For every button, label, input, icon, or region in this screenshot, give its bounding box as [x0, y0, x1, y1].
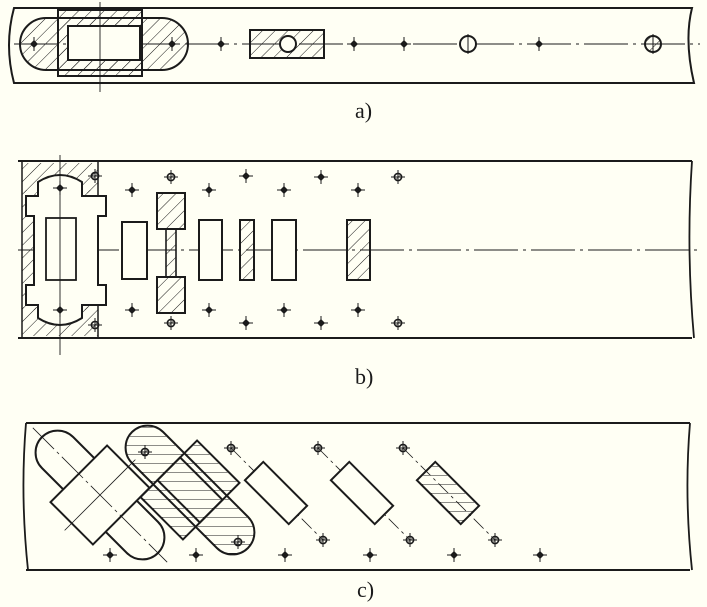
punch-a — [249, 29, 325, 59]
strip-a — [8, 2, 700, 92]
label-a: a) — [355, 98, 373, 123]
strip-b — [18, 155, 700, 355]
blank-outline-c1 — [32, 427, 168, 563]
blank-outline-b — [25, 174, 107, 326]
strip-c — [22, 422, 693, 571]
label-c: c) — [357, 577, 375, 602]
label-b: b) — [355, 364, 374, 389]
blank-outline-a — [19, 9, 189, 77]
blank-outline-c2 — [124, 424, 256, 556]
